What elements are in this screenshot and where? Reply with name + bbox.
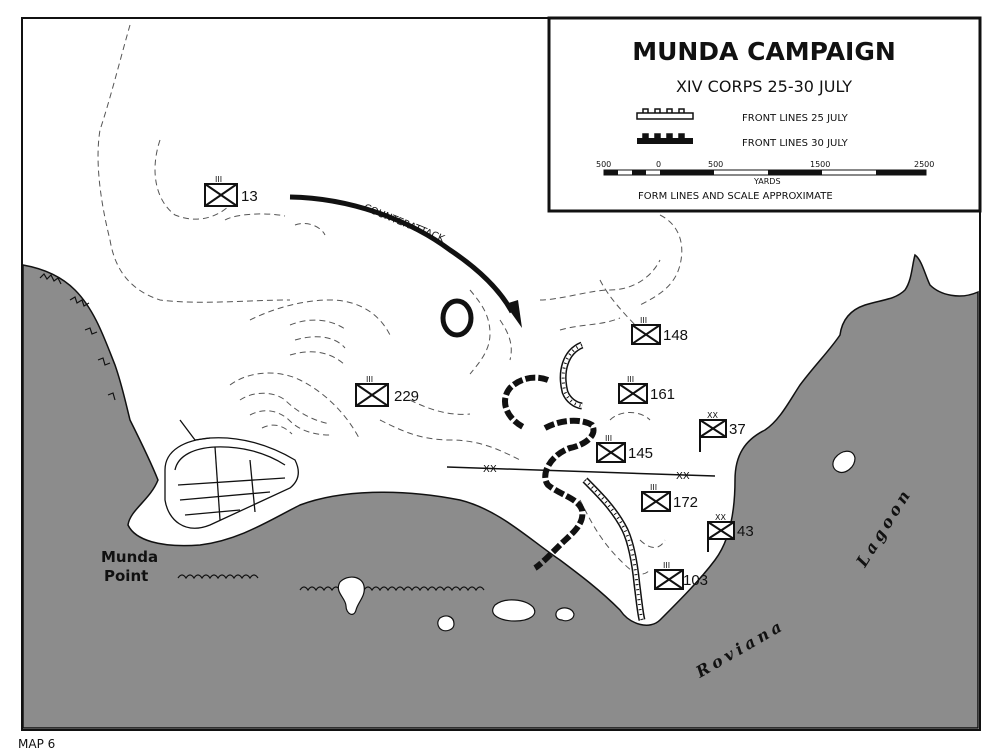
front-lines-30-july — [502, 374, 597, 571]
division-boundary: XX XX — [446, 464, 716, 482]
svg-text:500: 500 — [596, 160, 611, 169]
svg-text:1500: 1500 — [810, 160, 830, 169]
water-area — [22, 253, 979, 729]
svg-text:13: 13 — [241, 188, 258, 205]
munda-airfield — [164, 419, 299, 529]
svg-text:0: 0 — [656, 160, 661, 169]
unit-229: III 229 — [355, 375, 419, 407]
legend-label-25-july: FRONT LINES 25 JULY — [742, 113, 849, 124]
scale-bar: 500 0 500 1500 2500 YARDS — [596, 160, 934, 186]
island — [337, 576, 365, 615]
svg-text:III: III — [640, 316, 647, 325]
unit-103: III 103 — [654, 561, 708, 590]
front-lines-25-july — [559, 341, 646, 621]
legend-symbol-30-july — [637, 133, 693, 144]
svg-text:500: 500 — [708, 160, 723, 169]
map-title: MUNDA CAMPAIGN — [632, 37, 896, 66]
svg-text:172: 172 — [673, 494, 698, 511]
svg-text:III: III — [627, 375, 634, 384]
island — [492, 599, 536, 622]
svg-text:XX: XX — [715, 513, 726, 522]
svg-text:III: III — [663, 561, 670, 570]
svg-text:103: 103 — [683, 572, 708, 589]
svg-text:145: 145 — [628, 445, 653, 462]
unit-172: III 172 — [641, 483, 698, 512]
legend-box: MUNDA CAMPAIGN XIV CORPS 25-30 JULY FRON… — [547, 16, 982, 213]
boundary-mark: XX — [676, 471, 690, 482]
legend-symbol-25-july — [636, 108, 694, 120]
svg-text:XX: XX — [707, 411, 718, 420]
form-lines — [97, 24, 683, 575]
svg-text:III: III — [605, 434, 612, 443]
place-label-point: Point — [104, 567, 148, 585]
unit-13: III 13 — [204, 175, 258, 207]
unit-145: III 145 — [596, 434, 653, 463]
map-number: MAP 6 — [18, 737, 55, 751]
counterattack-arrow — [289, 194, 522, 328]
place-label-munda: Munda — [101, 548, 158, 566]
unit-161: III 161 — [618, 375, 675, 404]
coastline-west — [39, 273, 116, 401]
reef-line — [177, 574, 485, 592]
svg-text:III: III — [650, 483, 657, 492]
island — [555, 607, 575, 622]
island — [437, 615, 455, 632]
island — [832, 450, 856, 473]
svg-text:229: 229 — [394, 388, 419, 405]
legend-note: FORM LINES AND SCALE APPROXIMATE — [638, 191, 833, 202]
map-subtitle: XIV CORPS 25-30 JULY — [676, 77, 852, 96]
legend-label-30-july: FRONT LINES 30 JULY — [742, 138, 849, 149]
svg-text:III: III — [215, 175, 222, 184]
svg-text:37: 37 — [729, 421, 746, 438]
svg-text:III: III — [366, 375, 373, 384]
unit-148: III 148 — [631, 316, 688, 345]
enemy-pocket — [440, 298, 474, 338]
unit-43-division: XX 43 — [707, 513, 754, 552]
svg-text:YARDS: YARDS — [753, 177, 781, 186]
svg-text:43: 43 — [737, 523, 754, 540]
svg-text:148: 148 — [663, 327, 688, 344]
unit-37-division: XX 37 — [699, 411, 746, 452]
svg-text:2500: 2500 — [914, 160, 934, 169]
svg-text:161: 161 — [650, 386, 675, 403]
boundary-mark: XX — [483, 464, 497, 475]
